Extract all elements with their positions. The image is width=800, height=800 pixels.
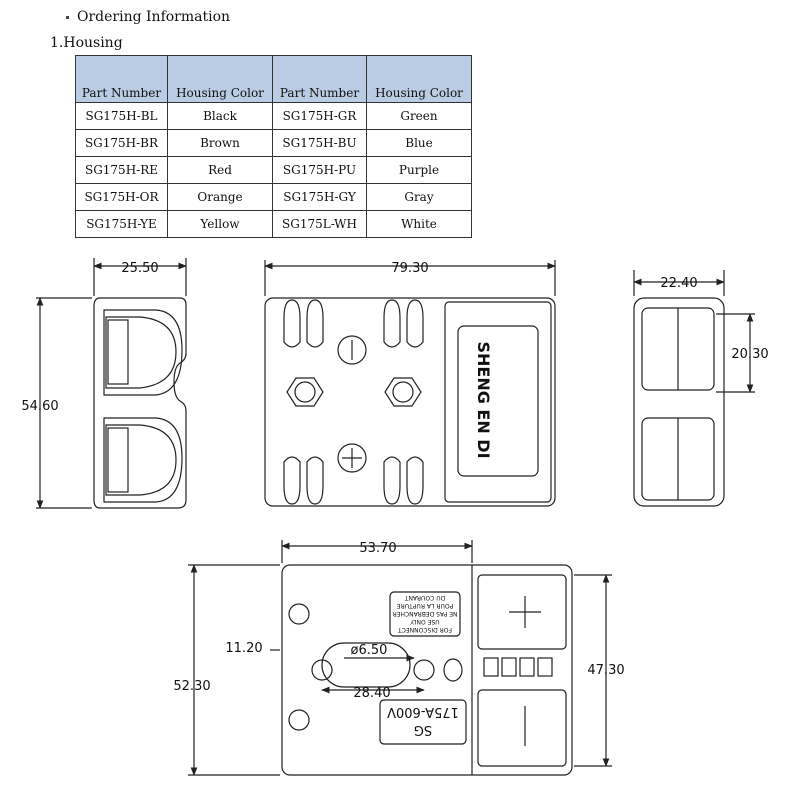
warning-line: USE ONLY [410,618,440,625]
dim-end-width: 22.40 [660,276,697,291]
table-cell: Blue [366,129,472,157]
dim-front-width: 79.30 [391,261,428,276]
warning-label: FOR DISCONNECT USE ONLY NE PAS DEBRANCHE… [393,594,458,633]
table-row: SG175H-BL Black SG175H-GR Green [75,102,472,130]
rating-model: SG [414,722,432,737]
table-cell: Gray [366,183,472,211]
side-view [36,258,187,509]
table-cell: Black [167,102,273,130]
table-cell: SG175H-YE [75,210,168,238]
table-cell: Green [366,102,472,130]
table-cell: SG175H-BU [272,129,367,157]
table-cell: SG175H-RE [75,156,168,184]
table-row: SG175H-YE Yellow SG175L-WH White [75,210,472,238]
header-housing-color: Housing Color [167,55,273,103]
table-cell: White [366,210,472,238]
header-part-number-2: Part Number [272,55,367,103]
table-row: SG175H-RE Red SG175H-PU Purple [75,156,472,184]
dim-offset: 11.20 [225,641,262,656]
brand-logo: SHENG EN DI [474,341,493,458]
table-cell: SG175H-OR [75,183,168,211]
dim-contact-height: 47.30 [587,663,624,678]
dim-hole-diameter: ø6.50 [351,643,388,658]
table-cell: SG175H-BL [75,102,168,130]
table-cell: Orange [167,183,273,211]
housing-table: Part Number Housing Color Part Number Ho… [75,55,472,238]
rating-value: 175A-600V [387,704,459,719]
header-housing-color-2: Housing Color [366,55,472,103]
front-view [264,260,556,507]
table-cell: Red [167,156,273,184]
warning-line: DU COURANT [404,594,445,601]
table-cell: SG175L-WH [272,210,367,238]
dim-bottom-width: 53.70 [359,541,396,556]
header-part-number: Part Number [75,55,168,103]
warning-line: POUR LA RUPTURE [397,602,454,609]
dim-bottom-height: 52.30 [173,679,210,694]
table-cell: SG175H-GR [272,102,367,130]
bottom-view [188,540,612,776]
table-cell: SG175H-BR [75,129,168,157]
table-cell: SG175H-GY [272,183,367,211]
dim-side-height: 54.60 [21,399,58,414]
table-row: SG175H-OR Orange SG175H-GY Gray [75,183,472,211]
warning-line: NE PAS DEBRANCHER [393,610,458,617]
end-view [633,270,755,507]
warning-line: FOR DISCONNECT [398,626,452,633]
ordering-heading: Ordering Information [66,9,230,25]
dim-end-slot: 20.30 [731,347,768,362]
table-row: SG175H-BR Brown SG175H-BU Blue [75,129,472,157]
housing-heading: 1.Housing [50,35,123,51]
rating-label: SG 175A-600V [387,704,459,737]
dim-side-width: 25.50 [121,261,158,276]
dim-hole-spacing: 28.40 [353,686,390,701]
